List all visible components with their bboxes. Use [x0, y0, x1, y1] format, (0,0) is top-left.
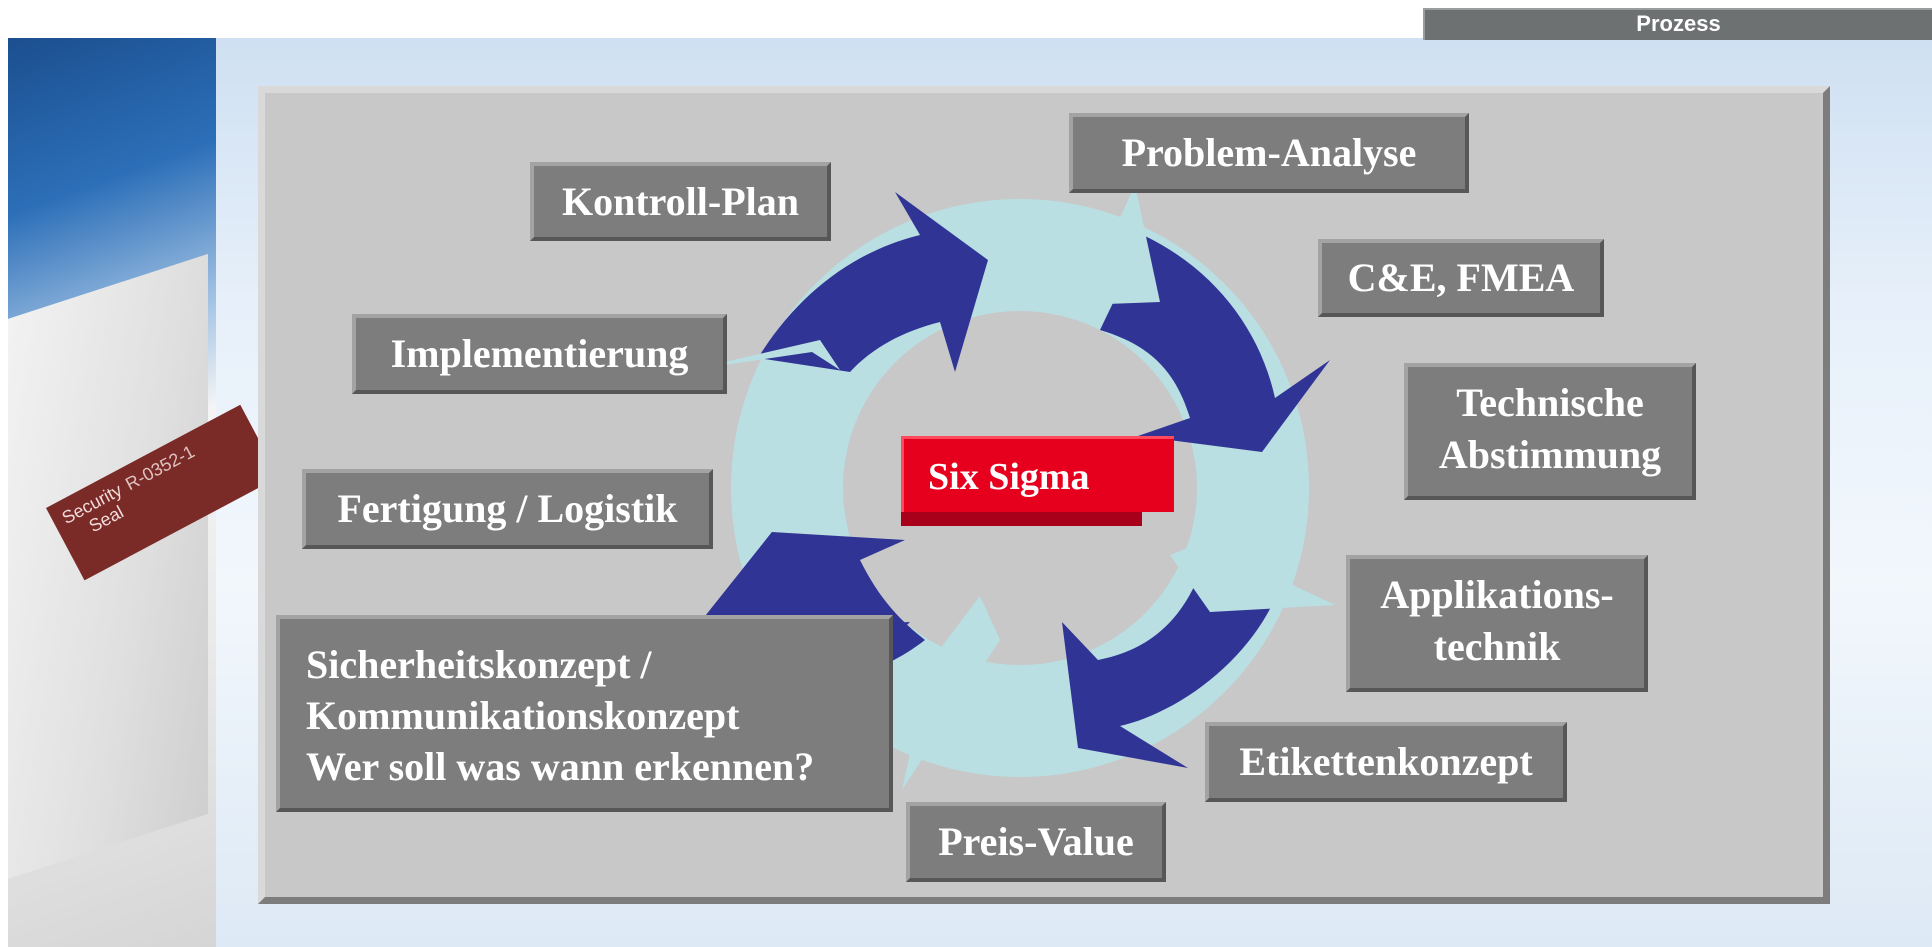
cycle-arrowhead-left [690, 340, 840, 370]
cycle-arrowhead-right [1170, 542, 1335, 612]
step-label: Etikettenkonzept [1239, 739, 1533, 784]
cycle-ring-light [731, 199, 1309, 777]
cycle-arrow-top-left [758, 192, 988, 372]
step-label: Preis-Value [938, 819, 1134, 864]
cycle-arrowhead-bottom [902, 596, 1000, 790]
cycle-arrowhead-top [1080, 185, 1160, 305]
cycle-arrow-bottom-right [1062, 578, 1278, 768]
step-label: Implementierung [390, 331, 689, 376]
step-label: C&E, FMEA [1347, 255, 1575, 300]
step-label: Fertigung / Logistik [337, 486, 678, 531]
step-label-line2: technik [1433, 624, 1561, 669]
section-title: Prozess [1636, 11, 1721, 36]
section-header-bar: Prozess [1423, 8, 1932, 40]
step-etikettenkonzept: Etikettenkonzept [1205, 722, 1567, 802]
step-sicherheitskonzept: Sicherheitskonzept / Kommunikationskonze… [276, 615, 893, 812]
step-applikationstechnik: Applikations- technik [1346, 555, 1648, 692]
step-preis-value: Preis-Value [906, 802, 1166, 882]
center-label-six-sigma: Six Sigma [901, 436, 1174, 512]
cycle-arrow-top-right [1100, 236, 1330, 452]
step-problem-analyse: Problem-Analyse [1069, 113, 1469, 193]
step-label-line2: Kommunikationskonzept [306, 693, 740, 738]
step-label-line1: Sicherheitskonzept / [306, 642, 652, 687]
step-label-line3: Wer soll was wann erkennen? [306, 744, 815, 789]
step-kontroll-plan: Kontroll-Plan [530, 162, 831, 241]
step-implementierung: Implementierung [352, 314, 727, 394]
step-label: Problem-Analyse [1121, 130, 1417, 175]
step-fertigung-logistik: Fertigung / Logistik [302, 469, 713, 549]
center-label-shadow [901, 512, 1142, 526]
step-label-line1: Applikations- [1380, 572, 1614, 617]
step-label: Kontroll-Plan [561, 179, 800, 224]
step-label-line2: Abstimmung [1438, 432, 1662, 477]
step-ce-fmea: C&E, FMEA [1318, 239, 1604, 317]
step-label-line1: Technische [1456, 380, 1644, 425]
step-technische-abstimmung: Technische Abstimmung [1404, 363, 1696, 500]
